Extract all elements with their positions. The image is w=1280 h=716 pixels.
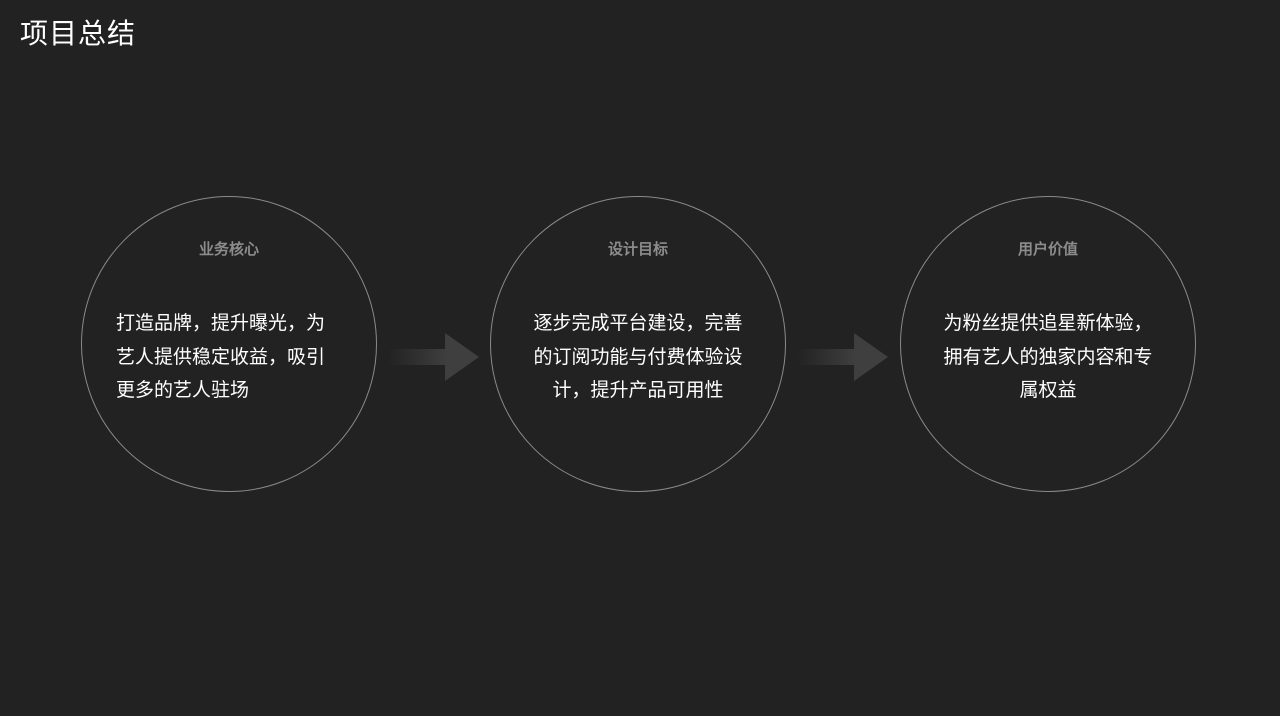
- card-heading: 业务核心: [198, 240, 259, 258]
- card-business-core: 业务核心 打造品牌，提升曝光，为艺人提供稳定收益，吸引更多的艺人驻场: [81, 196, 377, 492]
- card-design-goal: 设计目标 逐步完成平台建设，完善的订阅功能与付费体验设计，提升产品可用性: [490, 196, 786, 492]
- card-body: 为粉丝提供追星新体验，拥有艺人的独家内容和专属权益: [943, 312, 1153, 401]
- card-body: 逐步完成平台建设，完善的订阅功能与付费体验设计，提升产品可用性: [533, 312, 743, 401]
- card-body: 打造品牌，提升曝光，为艺人提供稳定收益，吸引更多的艺人驻场: [116, 312, 326, 401]
- page-title: 项目总结: [20, 17, 137, 50]
- arrow-right-icon: [388, 333, 479, 381]
- card-heading: 设计目标: [607, 240, 668, 258]
- arrow-right-icon: [797, 333, 888, 381]
- card-user-value: 用户价值 为粉丝提供追星新体验，拥有艺人的独家内容和专属权益: [900, 196, 1196, 492]
- card-heading: 用户价值: [1017, 240, 1078, 258]
